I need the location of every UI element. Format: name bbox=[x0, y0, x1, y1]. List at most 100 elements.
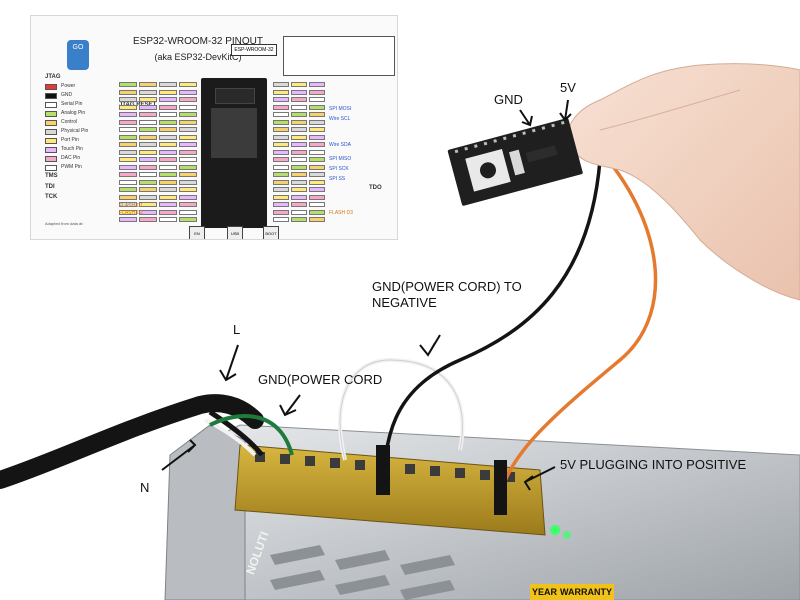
legend-swatch bbox=[45, 111, 57, 117]
pin-label-box bbox=[291, 164, 307, 170]
psu-left-flap bbox=[164, 424, 246, 600]
pin-label-box bbox=[273, 134, 289, 140]
pin-label-box bbox=[179, 194, 197, 200]
pin-label-box bbox=[119, 187, 137, 192]
pin-label-box bbox=[119, 127, 137, 132]
right-label-5: SPI SS bbox=[329, 176, 346, 182]
pin-label-box bbox=[291, 217, 307, 222]
pin-label-box bbox=[291, 209, 307, 215]
pin-label-box bbox=[159, 104, 177, 110]
pin-label-box bbox=[179, 209, 197, 215]
label-l: L bbox=[233, 322, 241, 337]
legend-header: JTAG bbox=[45, 74, 61, 80]
pin-label-box bbox=[159, 187, 177, 192]
pin-label-box bbox=[179, 172, 197, 177]
right-label-2: Wire SDA bbox=[329, 142, 351, 148]
pin-label-box bbox=[273, 82, 289, 87]
legend-swatch bbox=[45, 147, 57, 153]
legend-label: Physical Pin bbox=[61, 128, 89, 134]
pin-label-box bbox=[139, 119, 157, 125]
legend-label: Serial Pin bbox=[61, 101, 83, 107]
pinout-module bbox=[211, 108, 257, 158]
psu-led bbox=[550, 525, 560, 535]
psu-warranty-year: YEAR bbox=[530, 584, 560, 600]
pin-label-box bbox=[179, 202, 197, 207]
pin-label-box bbox=[309, 89, 325, 95]
pin-label-box bbox=[309, 179, 325, 185]
pin-label-box bbox=[273, 217, 289, 222]
pin-label-box bbox=[309, 127, 325, 132]
pin-label-box bbox=[291, 112, 307, 117]
pin-label-box bbox=[309, 104, 325, 110]
pin-label-box bbox=[291, 202, 307, 207]
pin-label-box bbox=[159, 217, 177, 222]
pin-label-box bbox=[291, 134, 307, 140]
psu-vent-slots bbox=[270, 545, 455, 600]
pin-label-box bbox=[291, 187, 307, 192]
pin-label-box bbox=[119, 112, 137, 117]
pin-label-box bbox=[291, 172, 307, 177]
pin-label-box bbox=[119, 104, 137, 110]
legend-label: Control bbox=[61, 119, 78, 125]
pin-label-box bbox=[159, 164, 177, 170]
pin-label-box bbox=[273, 179, 289, 185]
tdi-label: TDI bbox=[45, 184, 55, 190]
pin-label-box bbox=[273, 142, 289, 147]
pin-label-box bbox=[273, 202, 289, 207]
legend-label: PWM Pin bbox=[61, 164, 82, 170]
tms-label: TMS bbox=[45, 173, 58, 179]
pin-label-box bbox=[273, 149, 289, 155]
pin-label-box bbox=[179, 127, 197, 132]
pin-label-box bbox=[291, 89, 307, 95]
pin-label-box bbox=[291, 127, 307, 132]
pin-label-box bbox=[159, 112, 177, 117]
pin-label-box bbox=[139, 157, 157, 162]
pin-label-box bbox=[139, 194, 157, 200]
pin-label-box bbox=[119, 134, 137, 140]
logo-text: GO bbox=[72, 44, 84, 51]
wire-orange bbox=[498, 138, 658, 501]
pin-label-box bbox=[273, 127, 289, 132]
pin-label-box bbox=[159, 172, 177, 177]
right-label-0: SPI MOSI bbox=[329, 106, 352, 112]
pinout-links-header: Adapted from data at: bbox=[45, 221, 84, 226]
pinout-pin-table bbox=[283, 36, 395, 76]
pin-label-box bbox=[159, 194, 177, 200]
pin-label-box bbox=[119, 179, 137, 185]
label-5v-plugging-positive: 5V PLUGGING INTO POSITIVE bbox=[560, 457, 747, 472]
tdo-label: TDO bbox=[369, 185, 382, 191]
pin-label-box bbox=[139, 187, 157, 192]
right-label-4: SPI SCK bbox=[329, 166, 349, 172]
pin-label-box bbox=[139, 179, 157, 185]
flash-label-0: FLASH D1 bbox=[119, 203, 143, 209]
pin-label-box bbox=[159, 127, 177, 132]
pin-label-box bbox=[179, 134, 197, 140]
pin-label-box bbox=[309, 172, 325, 177]
pin-label-box bbox=[179, 142, 197, 147]
right-label-3: SPI MISO bbox=[329, 156, 352, 162]
pin-label-box bbox=[119, 119, 137, 125]
pin-label-box bbox=[179, 89, 197, 95]
pin-label-box bbox=[119, 172, 137, 177]
pin-label-box bbox=[291, 194, 307, 200]
pin-label-box bbox=[179, 187, 197, 192]
pin-label-box bbox=[273, 187, 289, 192]
mains-cable bbox=[0, 394, 264, 489]
pin-label-box bbox=[309, 187, 325, 192]
legend-label: Power bbox=[61, 83, 76, 89]
pin-label-box bbox=[119, 149, 137, 155]
esp32-board bbox=[447, 118, 583, 206]
pin-label-box bbox=[119, 157, 137, 162]
pin-label-box bbox=[119, 164, 137, 170]
pin-label-box bbox=[159, 157, 177, 162]
legend-swatch bbox=[45, 84, 57, 90]
pin-label-box bbox=[291, 149, 307, 155]
pin-label-box bbox=[159, 142, 177, 147]
pin-label-box bbox=[309, 134, 325, 140]
pinout-button-boot: BOOT bbox=[263, 226, 279, 239]
pin-label-box bbox=[309, 97, 325, 102]
pin-label-box bbox=[159, 202, 177, 207]
pin-label-box bbox=[273, 157, 289, 162]
